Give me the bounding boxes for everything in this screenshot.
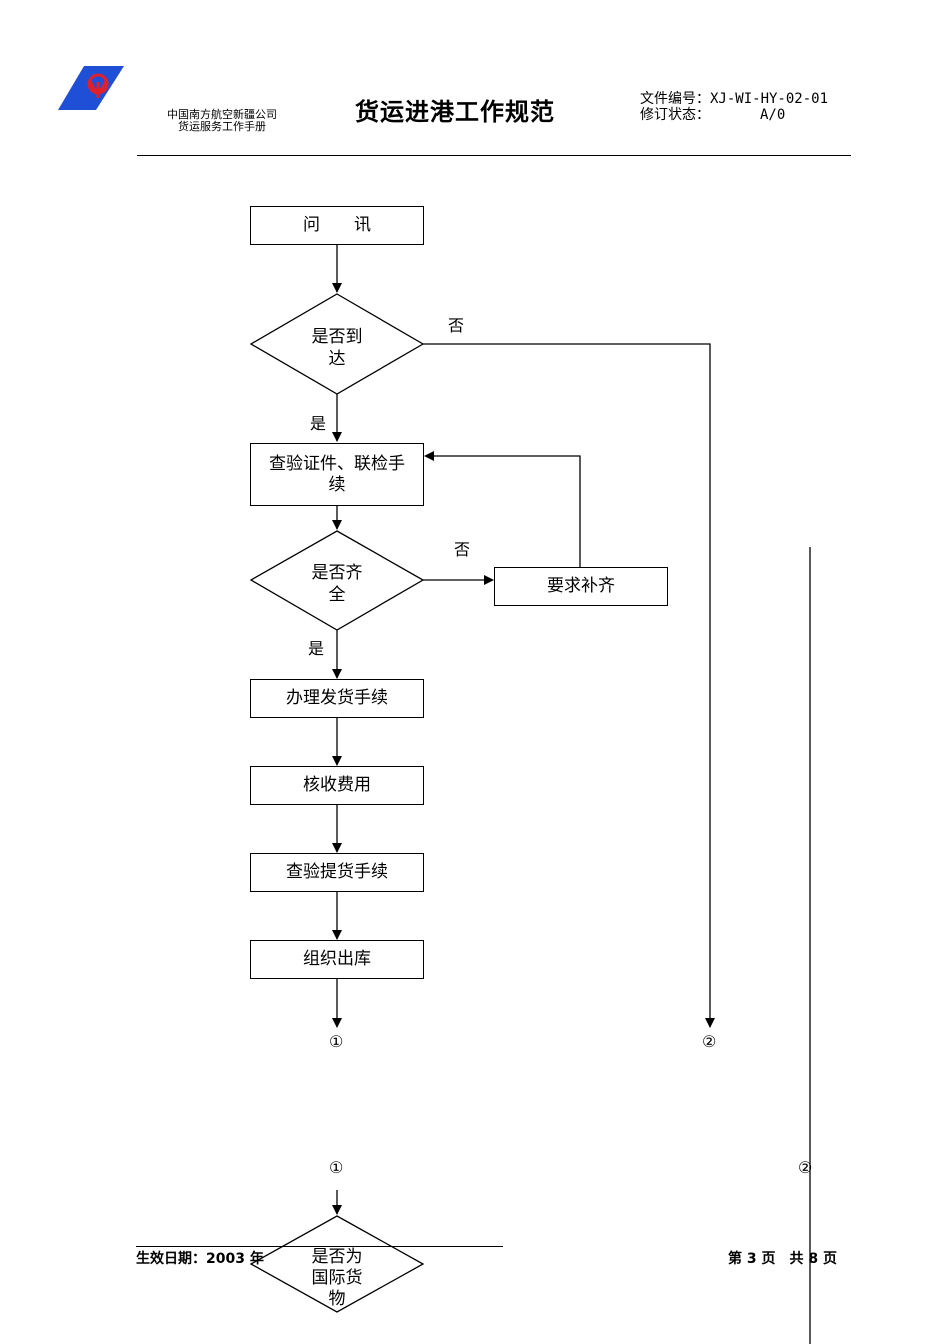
header-divider <box>137 155 851 156</box>
decision-international-line1: 是否为 <box>311 1247 363 1267</box>
connector-1-continued: ① <box>329 1158 344 1177</box>
company-block: 中国南方航空新疆公司 货运服务工作手册 <box>152 109 292 133</box>
step-check-pickup: 查验提货手续 <box>250 853 424 892</box>
doc-number-row: 文件编号：XJ-WI-HY-02-01 <box>640 88 828 108</box>
company-name: 中国南方航空新疆公司 <box>167 108 277 121</box>
doc-number-label: 文件编号： <box>640 91 710 107</box>
label-yes-arrived: 是 <box>310 414 327 433</box>
label-no-arrived: 否 <box>448 316 465 335</box>
page-number: 第 3 页 共 8 页 <box>728 1251 837 1267</box>
revision-value: A/0 <box>760 107 786 123</box>
label-yes-complete: 是 <box>308 639 325 658</box>
connector-1: ① <box>329 1032 344 1051</box>
effective-date: 生效日期：2003 年 <box>136 1251 264 1267</box>
step-check-docs-line2: 续 <box>328 474 346 495</box>
decision-international-line2: 国际货 <box>311 1268 363 1288</box>
label-no-complete: 否 <box>454 540 471 559</box>
decision-complete-line1: 是否齐 <box>311 563 363 583</box>
step-warehouse-out: 组织出库 <box>250 940 424 979</box>
step-check-docs: 查验证件、联检手 续 <box>250 443 424 506</box>
footer-divider <box>136 1246 503 1247</box>
decision-arrived-line1: 是否到 <box>311 327 363 347</box>
revision-row: 修订状态： A/0 <box>640 104 785 124</box>
decision-arrived-line2: 达 <box>328 349 346 369</box>
decision-international-line3: 物 <box>328 1289 346 1309</box>
china-southern-logo <box>58 66 124 110</box>
step-check-docs-line1: 查验证件、联检手 <box>269 453 405 474</box>
decision-complete-line2: 全 <box>328 585 346 605</box>
revision-label: 修订状态： <box>640 107 710 123</box>
step-collect-fees: 核收费用 <box>250 766 424 805</box>
step-request-complete: 要求补齐 <box>494 567 668 606</box>
decision-arrived: 是否到 达 <box>287 326 387 370</box>
page-title: 货运进港工作规范 <box>355 98 555 126</box>
manual-name: 货运服务工作手册 <box>178 120 266 133</box>
decision-complete: 是否齐 全 <box>287 562 387 606</box>
step-inquiry: 问 讯 <box>250 206 424 245</box>
step-delivery-procedures: 办理发货手续 <box>250 679 424 718</box>
doc-number-value: XJ-WI-HY-02-01 <box>710 91 829 107</box>
decision-international: 是否为 国际货 物 <box>287 1247 387 1310</box>
connector-2-continued: ② <box>798 1158 813 1177</box>
connector-2: ② <box>702 1032 717 1051</box>
